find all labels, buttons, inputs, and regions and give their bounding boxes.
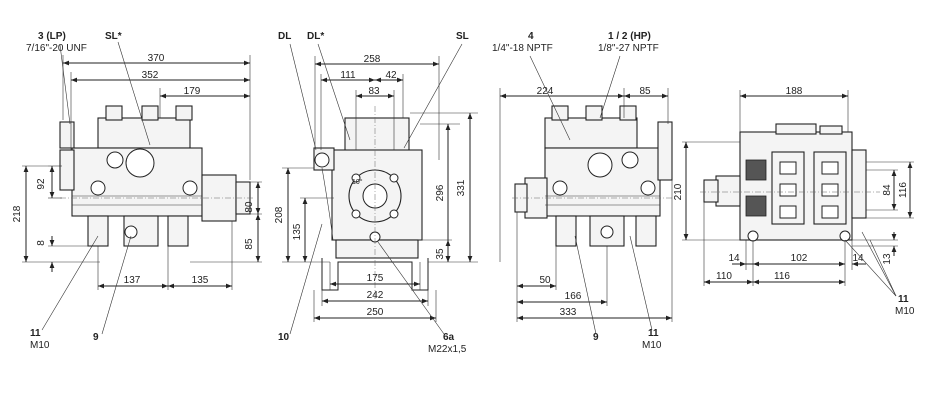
dim-333: 333 (560, 307, 577, 318)
label-11-left-thread: M10 (30, 340, 50, 351)
dim-102: 102 (791, 253, 808, 264)
dim-258: 258 (364, 54, 381, 65)
dim-85-right: 85 (639, 86, 651, 97)
dim-110: 110 (716, 271, 732, 282)
label-1-2-hp: 1 / 2 (HP) (608, 31, 651, 42)
angle-10: 10° (352, 178, 363, 186)
dim-210: 210 (673, 183, 684, 200)
label-6a-thread: M22x1,5 (428, 344, 467, 355)
dim-188: 188 (786, 86, 803, 97)
label-1-2-hp-thread: 1/8"-27 NPTF (598, 43, 659, 54)
label-dl: DL (278, 31, 291, 42)
dim-92: 92 (36, 178, 47, 190)
dim-42: 42 (385, 70, 397, 81)
label-3-lp-thread: 7/16"-20 UNF (26, 43, 87, 54)
pump-body-front-right (514, 105, 673, 247)
label-10: 10 (278, 332, 290, 343)
dim-137: 137 (124, 275, 141, 286)
dim-370: 370 (148, 53, 165, 64)
label-6a: 6a (443, 332, 455, 343)
view-front-left: 370 352 179 92 218 8 80 85 137 135 (12, 31, 262, 351)
view-front-right: 224 85 50 166 333 4 1/4"-18 NPTF 1 / 2 (… (492, 31, 676, 351)
dim-135: 135 (192, 275, 209, 286)
view-top: 188 210 84 116 13 14 102 14 110 (673, 86, 915, 317)
label-dl-star: DL* (307, 31, 324, 42)
dim-331: 331 (456, 179, 467, 196)
label-11-left: 11 (30, 328, 41, 339)
dim-116-vertical: 116 (898, 182, 909, 198)
dim-218: 218 (12, 205, 23, 222)
dim-111: 111 (340, 70, 356, 81)
pump-body-front-left (59, 105, 251, 247)
dim-85: 85 (244, 238, 255, 250)
dim-83: 83 (368, 86, 380, 97)
dim-166: 166 (565, 291, 582, 302)
label-4: 4 (528, 31, 534, 42)
dim-352: 352 (142, 70, 159, 81)
dim-242: 242 (367, 290, 384, 301)
dim-13: 13 (882, 253, 893, 265)
dim-84: 84 (882, 184, 893, 196)
label-sl: SL (456, 31, 469, 42)
label-11-right: 11 (648, 328, 659, 339)
dim-35: 35 (435, 248, 446, 260)
dim-80: 80 (244, 201, 255, 213)
dim-50: 50 (539, 275, 551, 286)
dim-135: 135 (292, 223, 303, 240)
label-9-left: 9 (93, 332, 99, 343)
dim-14-left: 14 (728, 253, 740, 264)
dim-250: 250 (367, 307, 384, 318)
label-11-top-thread: M10 (895, 306, 915, 317)
dim-14-right: 14 (852, 253, 864, 264)
label-11-top: 11 (898, 294, 909, 305)
dim-296: 296 (435, 184, 446, 201)
label-11-right-thread: M10 (642, 340, 662, 351)
label-3-lp: 3 (LP) (38, 31, 66, 42)
dim-116: 116 (774, 271, 790, 282)
label-sl-star: SL* (105, 31, 122, 42)
dim-179: 179 (184, 86, 201, 97)
dim-8: 8 (36, 240, 47, 246)
pump-body-side: 10° (313, 117, 429, 291)
dim-208: 208 (274, 206, 285, 223)
label-9-right: 9 (593, 332, 599, 343)
dim-224: 224 (537, 86, 554, 97)
view-side: 10° 258 111 42 83 208 135 296 331 (274, 31, 478, 355)
dim-175: 175 (367, 273, 384, 284)
pump-body-top (703, 123, 867, 242)
label-4-thread: 1/4"-18 NPTF (492, 43, 553, 54)
